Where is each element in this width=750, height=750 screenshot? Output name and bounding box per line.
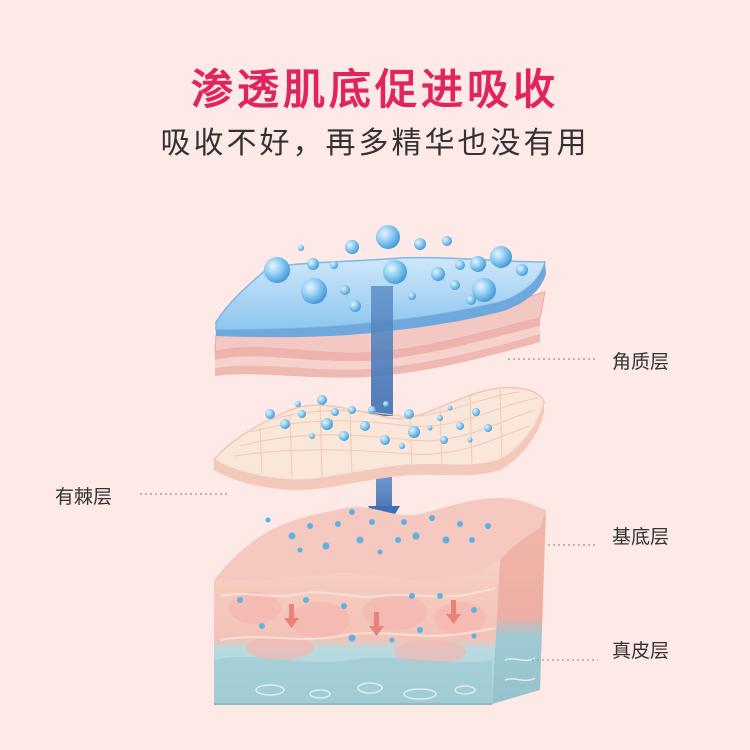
label-dermis: 真皮层 bbox=[612, 640, 670, 662]
serum-droplets-bottom bbox=[237, 509, 491, 643]
serum-droplets-middle bbox=[265, 395, 492, 449]
label-basal-layer: 基底层 bbox=[612, 526, 670, 548]
skin-block bbox=[214, 498, 546, 705]
page-subtitle: 吸收不好，再多精华也没有用 bbox=[160, 126, 590, 161]
label-stratum-corneum: 角质层 bbox=[612, 351, 670, 373]
serum-droplets-top bbox=[264, 225, 528, 312]
leader-lines bbox=[140, 358, 598, 661]
spinous-layer bbox=[212, 386, 545, 491]
page-title: 渗透肌底促进吸收 bbox=[190, 65, 559, 114]
label-spinous-layer: 有棘层 bbox=[55, 486, 113, 508]
